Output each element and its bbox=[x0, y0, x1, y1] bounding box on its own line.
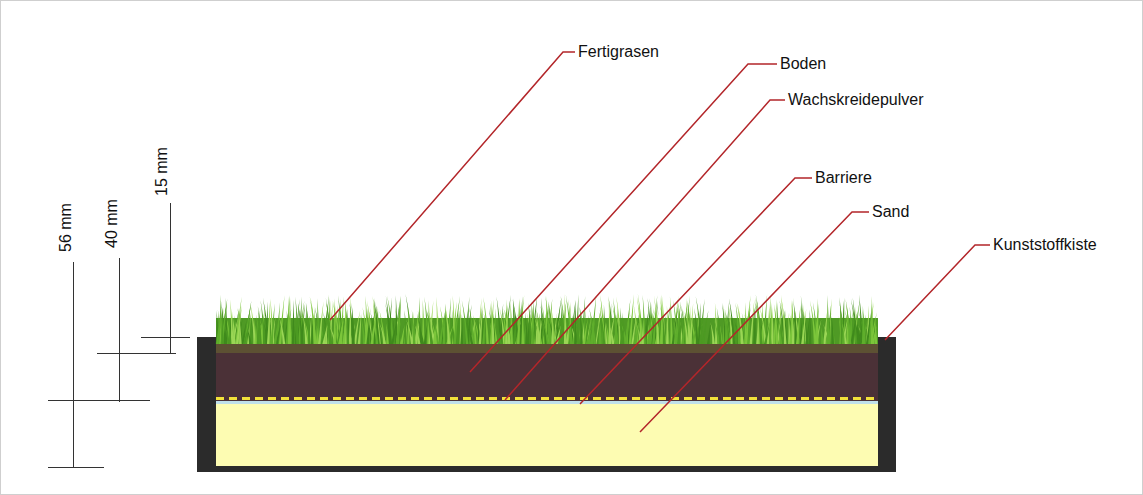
dimension-label: 40 mm bbox=[103, 199, 121, 248]
sand-layer bbox=[216, 403, 878, 466]
dimension-label: 56 mm bbox=[57, 203, 75, 252]
layer-label: Boden bbox=[780, 55, 826, 73]
layer-label: Wachskreidepulver bbox=[788, 91, 923, 109]
layer-label: Barriere bbox=[815, 169, 872, 187]
turf-grass bbox=[216, 294, 878, 344]
barrier-layer bbox=[216, 401, 878, 404]
layer-label: Fertigrasen bbox=[578, 43, 659, 61]
part-label: Kunststoffkiste bbox=[993, 236, 1097, 254]
dimension-label: 15 mm bbox=[153, 147, 171, 196]
wax-powder-layer bbox=[216, 397, 878, 400]
layer-label: Sand bbox=[872, 203, 909, 221]
plastic-box bbox=[197, 337, 896, 472]
soil-layer bbox=[216, 352, 878, 401]
leader-lines bbox=[330, 52, 990, 432]
